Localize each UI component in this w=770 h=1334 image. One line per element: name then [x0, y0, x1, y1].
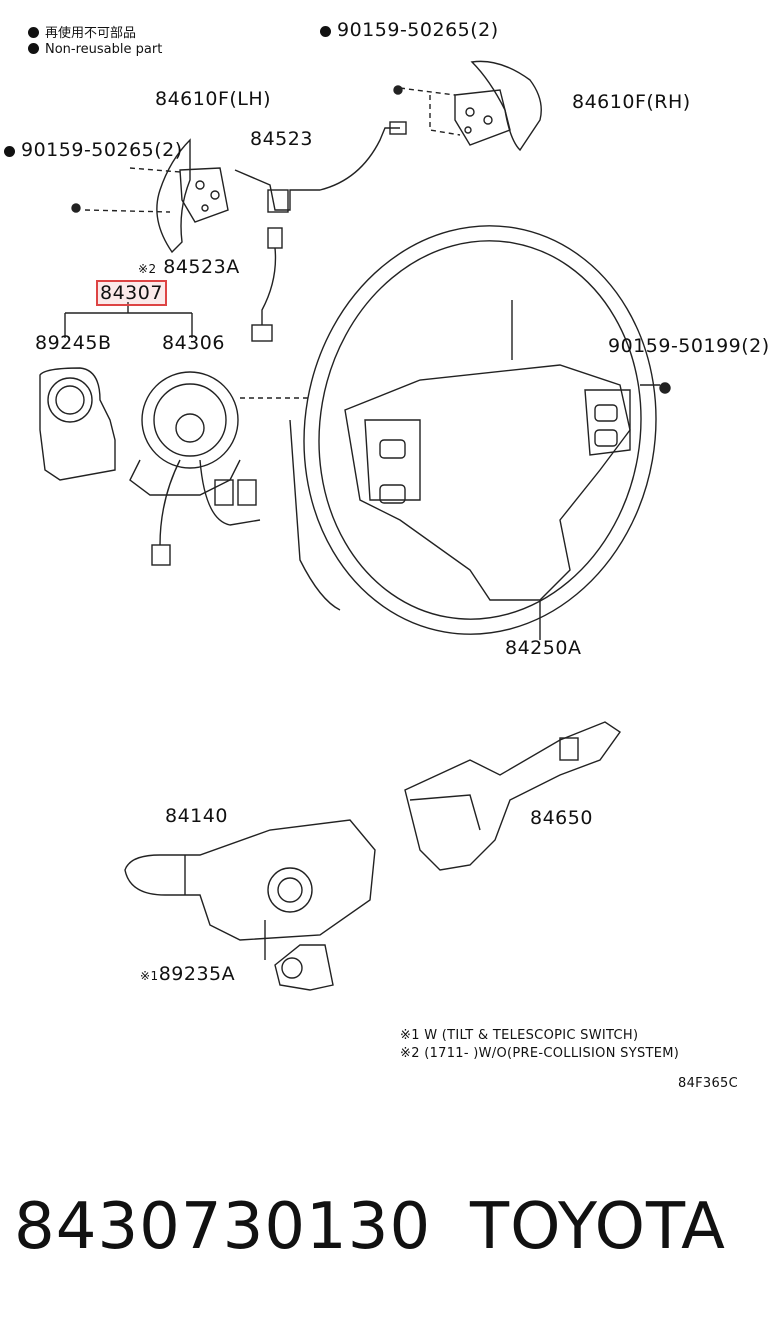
switch-89235a-drawing — [274, 944, 334, 991]
diagram-code: 84F365C — [678, 1076, 739, 1091]
label-90159-50265-top[interactable]: 90159-50265(2) — [320, 19, 499, 41]
bracket-84307-lines — [64, 302, 193, 338]
label-84307-highlighted[interactable]: 84307 — [96, 280, 167, 306]
spiral-cable-84306-drawing — [129, 371, 310, 566]
bullet-dot-icon — [28, 43, 39, 54]
label-84610f-lh[interactable]: 84610F(LH) — [155, 88, 272, 110]
note-1: ※1 W (TILT & TELESCOPIC SWITCH) — [400, 1028, 639, 1043]
part-number: 8430730130 — [14, 1190, 432, 1264]
label-89235a[interactable]: ※189235A — [140, 963, 236, 985]
note-2: ※2 (1711- )W/O(PRE-COLLISION SYSTEM) — [400, 1046, 680, 1061]
label-89245b[interactable]: 89245B — [35, 332, 112, 354]
label-84650[interactable]: 84650 — [530, 807, 593, 829]
sensor-89245b-drawing — [39, 367, 116, 481]
harness-84523a-drawing — [251, 227, 283, 342]
label-90159-50265-left[interactable]: 90159-50265(2) — [4, 139, 183, 161]
legend-non-reusable-en: Non-reusable part — [28, 42, 162, 57]
steering-wheel-84250a-drawing — [289, 225, 671, 640]
switch-84140-drawing — [124, 819, 376, 960]
switch-84650-drawing — [404, 721, 621, 871]
legend-non-reusable-jp: 再使用不可部品 — [28, 22, 136, 41]
brand-name: TOYOTA — [470, 1190, 726, 1264]
bullet-dot-icon — [4, 146, 15, 157]
label-84523a[interactable]: ※2 84523A — [138, 256, 240, 278]
paddle-lh-drawing — [71, 138, 229, 254]
label-84610f-rh[interactable]: 84610F(RH) — [572, 91, 691, 113]
harness-84523-drawing — [234, 121, 407, 213]
label-84306[interactable]: 84306 — [162, 332, 225, 354]
bullet-dot-icon — [320, 26, 331, 37]
label-84140[interactable]: 84140 — [165, 805, 228, 827]
label-84523[interactable]: 84523 — [250, 128, 313, 150]
label-84250a[interactable]: 84250A — [505, 637, 582, 659]
label-90159-50199[interactable]: 90159-50199(2) — [608, 335, 770, 357]
paddle-rh-drawing — [393, 60, 542, 152]
bullet-dot-icon — [28, 27, 39, 38]
